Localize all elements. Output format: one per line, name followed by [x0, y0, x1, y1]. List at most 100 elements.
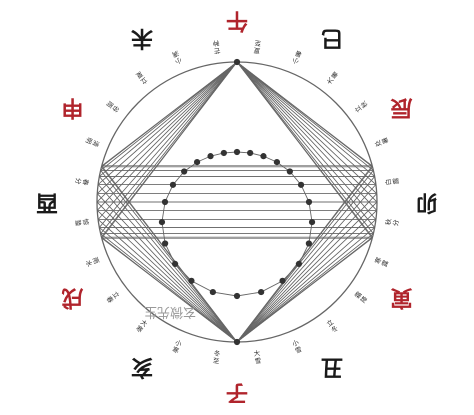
- solar-term-char: 寒: [171, 344, 181, 355]
- term-dot: [273, 158, 281, 166]
- connector-line: [100, 61, 238, 171]
- solar-term-label: 雨水: [84, 256, 101, 268]
- solar-term-char: 小: [290, 55, 300, 66]
- solar-term-label: 清明: [84, 136, 102, 149]
- connector-line: [236, 61, 377, 220]
- term-dot: [158, 219, 166, 226]
- connector-line: [100, 61, 238, 234]
- term-dot: [279, 277, 286, 284]
- solar-term-char: 夏: [134, 70, 144, 81]
- connector-line: [100, 233, 238, 343]
- connector-line: [236, 61, 373, 168]
- solar-term-label: 立冬: [325, 317, 341, 334]
- solar-term-char: 降: [358, 294, 369, 305]
- term-dot: [161, 198, 169, 206]
- solar-term-label: 冬至: [212, 348, 221, 365]
- connector-line: [236, 236, 373, 343]
- solar-term-label: 小满: [171, 49, 184, 67]
- solar-term-char: 露: [380, 258, 390, 268]
- connector-line: [236, 61, 377, 185]
- connector-line: [101, 236, 238, 343]
- solar-term-char: 雪: [294, 345, 303, 355]
- connector-line: [236, 61, 373, 238]
- solar-term-char: 冬: [329, 323, 340, 334]
- connector-line: [236, 201, 378, 343]
- solar-term-char: 立: [111, 290, 122, 301]
- connector-line: [97, 61, 238, 185]
- connector-line: [236, 166, 373, 343]
- solar-term-char: 芒: [213, 46, 221, 56]
- term-dot: [220, 149, 227, 157]
- solar-term-label: 大寒: [134, 317, 150, 334]
- connector-line: [236, 233, 374, 343]
- term-dot: [258, 288, 265, 296]
- branch-label: 申: [61, 95, 83, 120]
- solar-term-labels: 夏至小暑大暑立秋处暑白露秋分寒露霜降立冬小雪大雪冬至小寒大寒立春雨水惊蛰春分清明…: [73, 38, 400, 365]
- solar-term-char: 分: [391, 219, 401, 227]
- connector-line: [236, 184, 377, 343]
- solar-term-char: 处: [372, 138, 383, 148]
- connector-line: [236, 176, 375, 343]
- solar-term-char: 雨: [91, 256, 101, 266]
- solar-term-label: 春分: [73, 177, 90, 186]
- branch-label: 午: [226, 8, 248, 34]
- connector-line: [96, 61, 238, 203]
- connector-line: [97, 219, 238, 343]
- branch-label: 戌: [61, 285, 83, 310]
- term-dot: [193, 158, 201, 166]
- solar-term-char: 寒: [134, 323, 145, 334]
- connector-line: [236, 219, 377, 343]
- solar-term-char: 冬: [213, 348, 221, 358]
- term-dot: [188, 277, 195, 284]
- term-dots: [158, 58, 316, 346]
- connector-line: [96, 61, 238, 211]
- solar-term-char: 小: [291, 337, 301, 348]
- solar-term-char: 霜: [353, 290, 364, 300]
- connector-line: [236, 61, 375, 228]
- connector-line: [236, 61, 375, 177]
- term-dot: [233, 148, 241, 156]
- term-dot: [171, 260, 179, 268]
- solar-term-char: 暑: [329, 69, 339, 80]
- solar-term-char: 暑: [380, 136, 390, 146]
- connector-line: [99, 176, 238, 343]
- connector-line: [97, 61, 238, 220]
- solar-term-label: 小暑: [290, 49, 303, 67]
- term-dot: [305, 198, 313, 206]
- solar-term-label: 立夏: [134, 70, 150, 87]
- term-dot: [181, 168, 188, 175]
- branch-label: 丑: [321, 354, 343, 379]
- solar-term-char: 春: [81, 178, 91, 186]
- term-dot: [247, 149, 254, 157]
- solar-term-char: 谷: [110, 104, 121, 115]
- connector-line: [97, 61, 238, 194]
- branch-label: 亥: [131, 354, 153, 380]
- term-dot: [207, 153, 214, 160]
- solar-term-char: 大: [139, 317, 150, 328]
- term-dot: [260, 153, 267, 160]
- term-dot: [169, 181, 177, 188]
- solar-term-char: 小: [174, 338, 184, 349]
- solar-term-label: 霜降: [353, 290, 370, 305]
- solar-term-char: 小: [173, 56, 183, 67]
- solar-term-label: 处暑: [372, 136, 390, 149]
- solar-term-char: 满: [171, 49, 181, 60]
- connector-line: [236, 170, 374, 343]
- solar-term-label: 芒种: [212, 39, 221, 56]
- connector-line: [97, 210, 238, 343]
- solar-term-label: 惊蛰: [74, 218, 91, 227]
- solar-term-char: 至: [254, 38, 262, 47]
- term-dot: [209, 288, 216, 296]
- solar-term-label: 白露: [383, 177, 400, 186]
- solar-term-label: 小雪: [291, 337, 303, 355]
- solar-term-label: 大雪: [253, 348, 262, 365]
- connector-line: [96, 201, 238, 343]
- pole-dot: [233, 338, 241, 346]
- solar-term-label: 立春: [105, 290, 122, 306]
- solar-term-char: 秋: [383, 218, 393, 226]
- branch-label: 卯: [416, 190, 438, 215]
- term-dot: [305, 240, 312, 247]
- connector-line: [236, 61, 377, 194]
